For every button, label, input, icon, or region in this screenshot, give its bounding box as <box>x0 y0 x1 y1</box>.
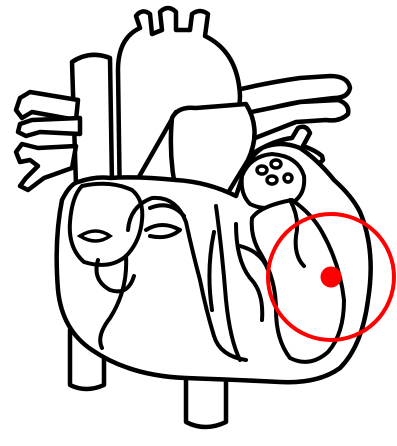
pulmonary-vein-opening <box>284 174 292 182</box>
pulmonary-vessels-left <box>16 92 80 190</box>
right-atrium <box>70 184 143 265</box>
pulmonary-vein-opening <box>271 160 281 168</box>
pulmonary-vein-opening <box>267 176 277 184</box>
descending-aorta-bottom <box>186 376 226 427</box>
marker-dot <box>321 267 342 288</box>
atrium-opening <box>80 231 110 241</box>
pulmonary-vein-opening <box>257 166 267 174</box>
